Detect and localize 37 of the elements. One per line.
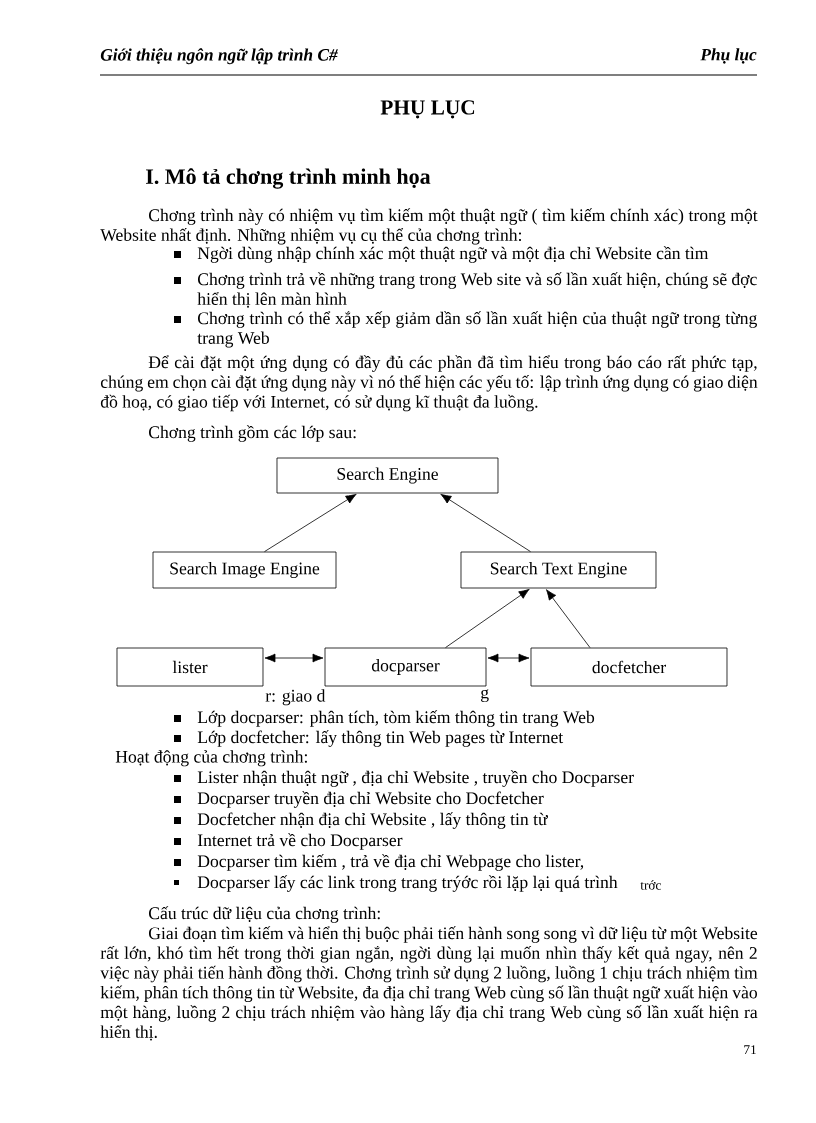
paragraph: Chơng trình này có nhiệm vụ tìm kiếm một thuật ngữ ( tìm kiếm chính xác) trong một Website nhất định. Những nhiệm vụ cụ thể của chơng trình: <box>100 208 758 245</box>
text-line: r: giao d <box>265 689 326 706</box>
bullet-item: Internet trả về cho Docparser <box>174 833 403 850</box>
arrow <box>264 653 324 663</box>
bullet-item: Chơng trình trả về những trang trong Web site và số lần xuất hiện, chúng sẽ đợc hiển thị lên màn hình <box>174 272 757 308</box>
page-number: 71 <box>744 1045 756 1055</box>
text-line: Cấu trúc dữ liệu của chơng trình: <box>149 906 380 923</box>
running-header: Phụ lục <box>700 48 757 64</box>
bullet-item: Lớp docparser: phân tích, tòm kiếm thông tin trang Web <box>174 710 595 727</box>
class-box: docparser <box>324 647 487 687</box>
bullet-item: Docparser lấy các link trong trang trýớc rồi lặp lại quá trình <box>174 875 618 892</box>
bullet-item: Ngời dùng nhập chính xác một thuật ngữ và một địa chỉ Website cần tìm <box>174 246 709 263</box>
arrow <box>264 493 357 552</box>
bullet-item: Docparser truyền địa chỉ Website cho Docfetcher <box>174 791 544 808</box>
running-header: Giới thiệu ngôn ngữ lập trình C# <box>100 48 338 65</box>
bullet-item: Lister nhận thuật ngữ , địa chỉ Website , truyền cho Docparser <box>174 770 634 787</box>
arrow <box>440 493 531 552</box>
class-box: Search Engine <box>276 457 499 494</box>
class-box: Search Image Engine <box>152 551 337 589</box>
bullet-item: Docparser tìm kiếm , trả về địa chỉ Webpage cho lister, <box>174 854 584 871</box>
text-line: g <box>481 689 489 703</box>
section-heading: I. Mô tả chơng trình minh họa <box>146 168 431 189</box>
page-title: PHỤ LỤC <box>380 100 475 119</box>
text-line: Hoạt động của chơng trình: <box>115 750 307 767</box>
bullet-item: Docfetcher nhận địa chỉ Website , lấy thông tin từ <box>174 812 548 829</box>
text-line: Chơng trình gồm các lớp sau: <box>149 425 356 442</box>
paragraph: Để cài đặt một ứng dụng có đầy đủ các phần đã tìm hiểu trong báo cáo rất phức tạp, chúng em chọn cài đặt ứng dụng này vì nó thể hiện các yếu tố: lập trình ứng dụng có giao diện đồ hoạ, có giao tiếp với Internet, có sử dụng kĩ thuật đa luồng. <box>100 355 758 412</box>
arrow <box>546 589 591 648</box>
class-box: lister <box>116 647 264 687</box>
class-box: Search Text Engine <box>460 551 657 589</box>
bullet-item: Chơng trình có thể xắp xếp giảm dần số lần xuất hiện của thuật ngữ trong từng trang Web <box>174 311 757 348</box>
bullet-item: Lớp docfetcher: lấy thông tin Web pages từ Internet <box>174 730 564 747</box>
arrow <box>445 588 530 648</box>
class-box: docfetcher <box>530 647 728 687</box>
text-line: trớc <box>640 880 661 890</box>
paragraph: Giai đoạn tìm kiếm và hiển thị buộc phải tiến hành song song vì dữ liệu từ một Website rất lớn, khó tìm hết trong thời gian ngắn, ngời dùng lại muốn nhìn thấy kết quả ngay, nên 2 việc này phải tiến hành đồng thời. Chơng trình sử dụng 2 luồng, luồng 1 chịu trách nhiệm tìm kiếm, phân tích thông tin từ Website, đa địa chỉ trang Web cùng số lần thuật ngữ xuất hiện vào một hàng, luồng 2 chịu trách nhiệm vào hàng lấy địa chỉ trang Web cùng số lần xuất hiện ra hiển thị. <box>100 926 758 1041</box>
arrow <box>487 653 530 663</box>
